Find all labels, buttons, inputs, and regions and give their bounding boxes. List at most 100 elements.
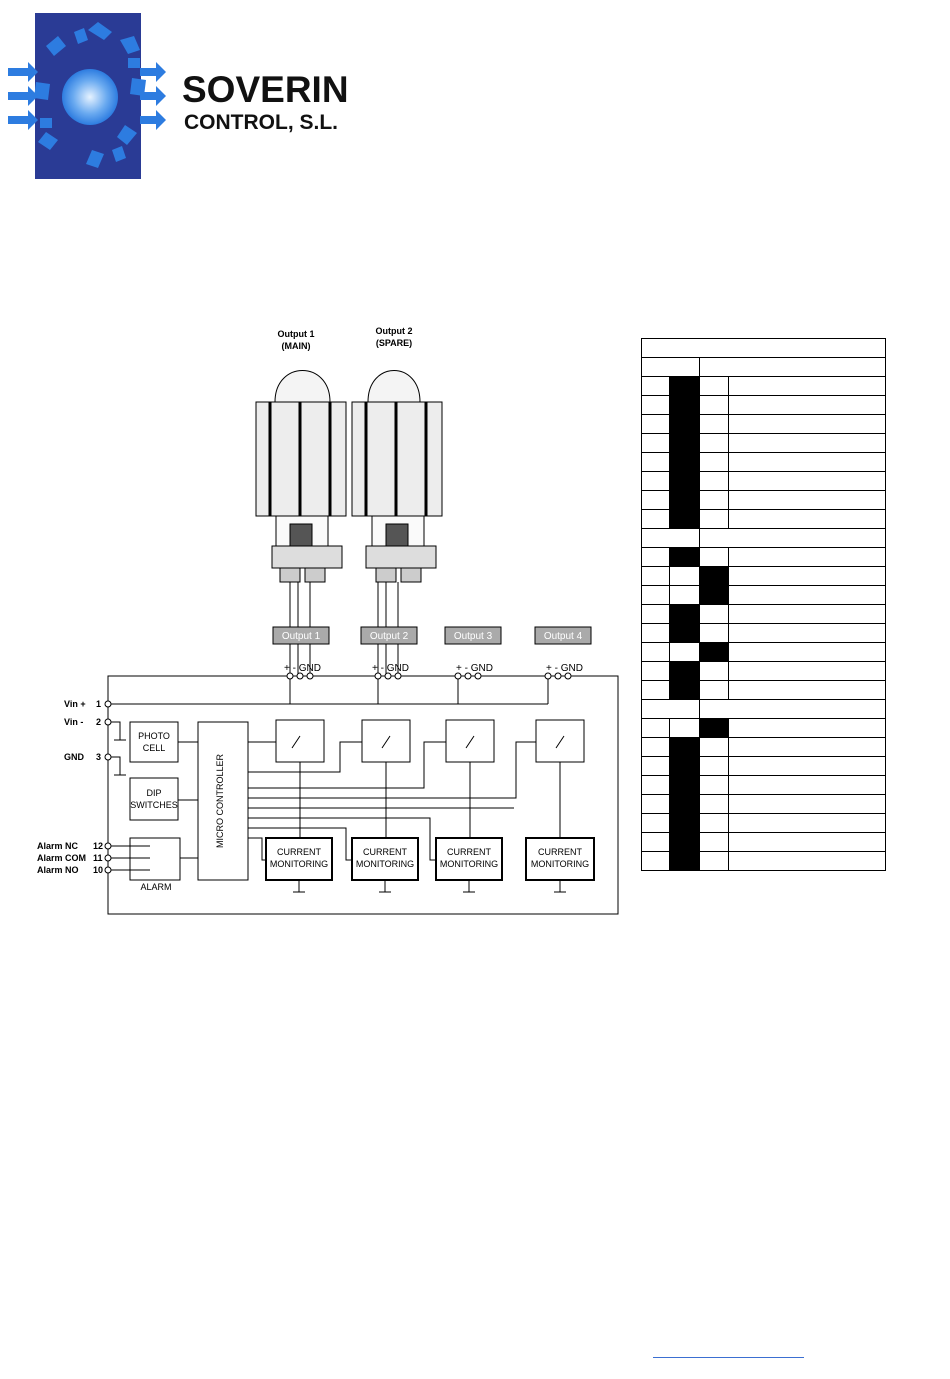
table-cell — [728, 395, 886, 415]
table-cell — [728, 775, 886, 795]
alarm-com-pin: 11 — [93, 853, 103, 863]
output-tag-3: Output 3 — [454, 631, 493, 642]
table-cell — [728, 604, 886, 624]
table-cell — [641, 433, 670, 453]
table-cell-on — [669, 851, 700, 871]
table-cell — [699, 661, 729, 681]
table-row — [641, 661, 886, 681]
table-row — [641, 414, 886, 434]
table-group-row — [641, 357, 886, 377]
table-cell-on — [699, 718, 729, 738]
table-cell-on — [669, 813, 700, 833]
table-row — [641, 623, 886, 643]
table-cell — [728, 433, 886, 453]
table-cell — [699, 832, 729, 852]
table-row — [641, 433, 886, 453]
table-cell-on — [669, 509, 700, 529]
table-cell-on — [669, 414, 700, 434]
table-cell — [699, 433, 729, 453]
table-row — [641, 680, 886, 700]
table-cell — [699, 794, 729, 814]
relay-3 — [445, 719, 495, 763]
table-cell — [728, 718, 886, 738]
vin-minus-pin: 2 — [96, 717, 101, 727]
table-cell — [641, 585, 670, 605]
alarm-nc-label: Alarm NC — [37, 841, 79, 851]
table-cell — [699, 452, 729, 472]
micro-label: MICRO CONTROLLER — [215, 753, 225, 848]
dip-switch-table-body — [641, 338, 886, 871]
table-row — [641, 452, 886, 472]
table-cell — [699, 376, 729, 396]
alarm-block — [129, 837, 181, 881]
alarm-label: ALARM — [140, 882, 171, 892]
table-cell — [669, 566, 700, 586]
lamp-spare — [351, 370, 443, 583]
table-cell — [728, 623, 886, 643]
table-cell — [641, 832, 670, 852]
table-cell-on — [669, 794, 700, 814]
table-cell — [641, 680, 670, 700]
cm4-label-2: MONITORING — [531, 859, 589, 869]
logo-mark: SOVERIN CONTROL, S.L. — [8, 13, 349, 179]
table-cell — [699, 737, 729, 757]
table-cell — [699, 395, 729, 415]
lamp-main — [255, 370, 347, 583]
table-row — [641, 604, 886, 624]
table-row — [641, 395, 886, 415]
table-row — [641, 566, 886, 586]
photocell-label-1: PHOTO — [138, 731, 170, 741]
table-row — [641, 547, 886, 567]
table-cell — [699, 604, 729, 624]
table-cell-on — [669, 490, 700, 510]
table-row — [641, 376, 886, 396]
wiring-diagram: Output 1 (MAIN) Output 2 (SPARE) Output … — [37, 326, 619, 915]
table-cell — [669, 718, 700, 738]
table-cell-on — [669, 376, 700, 396]
table-cell — [641, 547, 670, 567]
dip-label-2: SWITCHES — [130, 800, 178, 810]
table-cell — [728, 851, 886, 871]
table-cell — [641, 376, 670, 396]
photocell-block — [129, 721, 179, 763]
table-cell — [699, 756, 729, 776]
relay-4 — [535, 719, 585, 763]
table-row — [641, 718, 886, 738]
table-row — [641, 471, 886, 491]
table-cell — [641, 737, 670, 757]
table-row — [641, 490, 886, 510]
relay-1 — [275, 719, 325, 763]
table-cell — [641, 661, 670, 681]
table-cell-on — [699, 566, 729, 586]
lamp1-label-line2: (MAIN) — [282, 341, 311, 351]
table-cell — [641, 395, 670, 415]
table-cell — [699, 471, 729, 491]
company-logo: SOVERIN CONTROL, S.L. — [0, 0, 380, 190]
table-cell — [699, 775, 729, 795]
table-cell — [728, 756, 886, 776]
table-cell — [728, 566, 886, 586]
table-row — [641, 756, 886, 776]
table-group-cell — [699, 357, 886, 377]
relay-2 — [361, 719, 411, 763]
table-cell — [728, 585, 886, 605]
table-header-row — [641, 338, 886, 358]
table-cell — [728, 547, 886, 567]
table-cell — [728, 680, 886, 700]
controller-box — [107, 675, 619, 915]
table-cell — [699, 851, 729, 871]
table-row — [641, 775, 886, 795]
table-group-row — [641, 699, 886, 719]
table-cell — [728, 832, 886, 852]
table-cell — [669, 585, 700, 605]
table-cell — [641, 452, 670, 472]
table-cell — [641, 775, 670, 795]
footer-link-underline[interactable] — [653, 1357, 804, 1358]
table-cell-on — [699, 585, 729, 605]
table-cell — [728, 794, 886, 814]
output-tag-1: Output 1 — [282, 631, 321, 642]
table-cell — [641, 756, 670, 776]
table-cell — [641, 566, 670, 586]
table-cell — [728, 452, 886, 472]
table-group-cell — [641, 528, 700, 548]
